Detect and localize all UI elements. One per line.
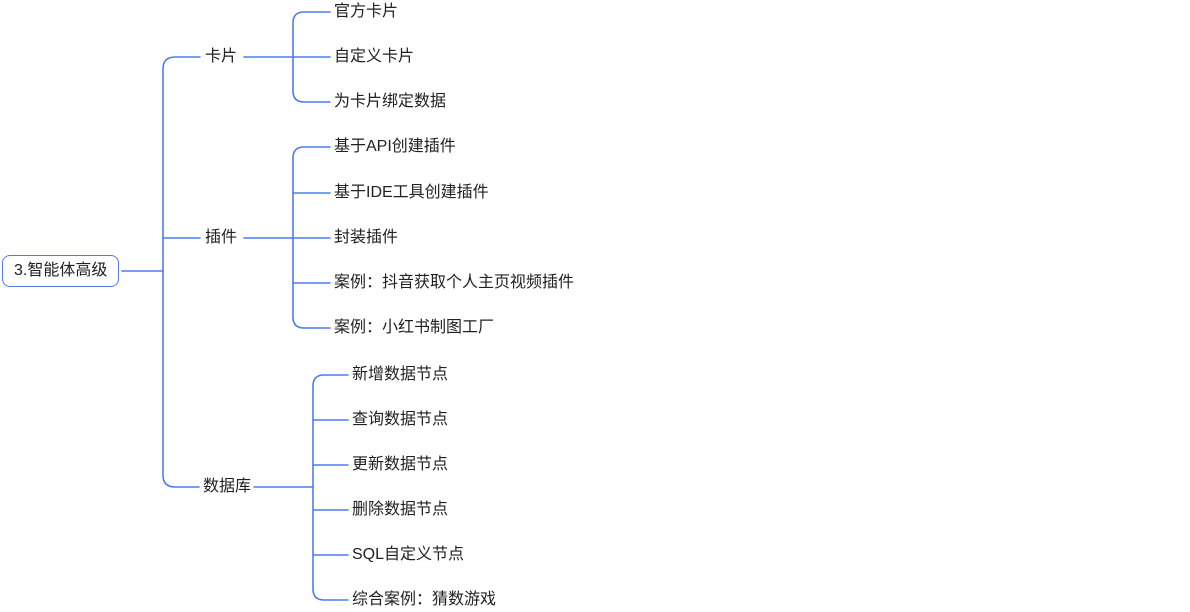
child-case-xiaohongshu-factory[interactable]: 案例：小红书制图工厂: [334, 319, 495, 336]
child-sql-custom-node[interactable]: SQL自定义节点: [352, 546, 465, 563]
cards-children-line: [292, 11, 331, 103]
branch-node-plugins[interactable]: 插件: [205, 229, 238, 246]
plugins-children-line: [292, 146, 331, 329]
child-query-data-node[interactable]: 查询数据节点: [352, 411, 449, 428]
child-create-plugin-via-ide[interactable]: 基于IDE工具创建插件: [334, 184, 489, 201]
branch-node-cards[interactable]: 卡片: [205, 48, 238, 65]
child-custom-card[interactable]: 自定义卡片: [334, 48, 415, 65]
child-official-card[interactable]: 官方卡片: [334, 3, 399, 20]
child-bind-data-to-card[interactable]: 为卡片绑定数据: [334, 93, 447, 110]
child-update-data-node[interactable]: 更新数据节点: [352, 456, 449, 473]
child-case-douyin-video-plugin[interactable]: 案例：抖音获取个人主页视频插件: [334, 274, 575, 291]
child-delete-data-node[interactable]: 删除数据节点: [352, 501, 449, 518]
database-children-line: [312, 374, 349, 601]
child-add-data-node[interactable]: 新增数据节点: [352, 366, 449, 383]
child-case-guess-number-game[interactable]: 综合案例：猜数游戏: [352, 591, 497, 608]
root-node-label: 3.智能体高级: [14, 262, 108, 279]
trunk-line: [162, 56, 201, 488]
root-node[interactable]: 3.智能体高级: [2, 255, 120, 287]
child-create-plugin-via-api[interactable]: 基于API创建插件: [334, 138, 456, 155]
child-wrap-plugin[interactable]: 封装插件: [334, 229, 399, 246]
branch-node-database[interactable]: 数据库: [203, 478, 252, 495]
